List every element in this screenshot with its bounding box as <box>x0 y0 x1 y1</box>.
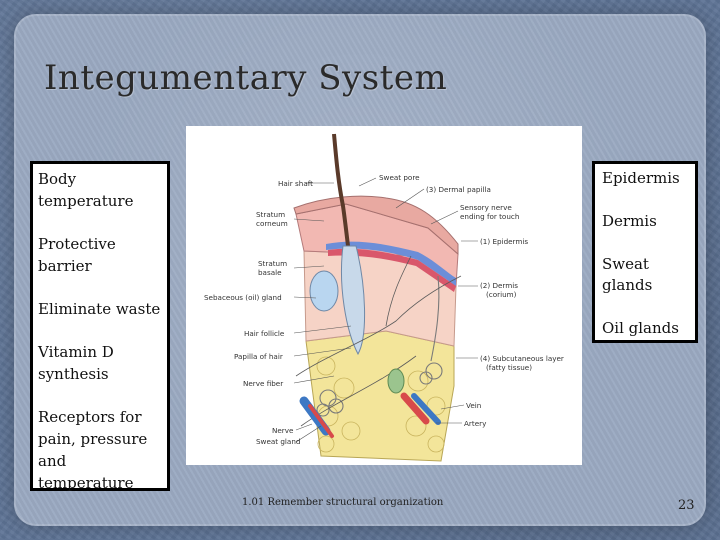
component-item: Epidermis <box>602 169 680 187</box>
label-subcutaneous-layer: (fatty tissue) <box>486 363 532 372</box>
label-stratum-basale: basale <box>258 268 282 277</box>
label-hair-shaft: Hair shaft <box>278 179 313 188</box>
label-artery: Artery <box>464 419 487 428</box>
components-box: Epidermis Dermis Sweat glands Oil glands <box>592 161 698 343</box>
label-sweat-gland: Sweat gland <box>256 437 300 446</box>
component-item: Dermis <box>602 212 657 230</box>
label-epidermis: (1) Epidermis <box>480 237 528 246</box>
function-item: Body temperature <box>38 170 134 210</box>
function-item: Vitamin D synthesis <box>38 343 114 383</box>
skin-cross-section-illustration: Hair shaft Stratum corneum Stratum basal… <box>204 133 564 462</box>
function-item: Receptors for pain, pressure and tempera… <box>38 408 148 492</box>
page-number: 23 <box>678 498 695 513</box>
label-subcutaneous-layer: (4) Subcutaneous layer <box>480 354 564 363</box>
label-vein: Vein <box>466 401 481 410</box>
label-nerve-fiber: Nerve fiber <box>243 379 283 388</box>
function-item: Eliminate waste <box>38 300 161 318</box>
label-papilla-of-hair: Papilla of hair <box>234 352 283 361</box>
functions-box: Body temperature Protective barrier Elim… <box>30 161 170 492</box>
label-dermis: (2) Dermis <box>480 281 518 290</box>
function-item: Protective barrier <box>38 235 116 275</box>
label-stratum-basale: Stratum <box>258 259 287 268</box>
label-hair-follicle: Hair follicle <box>244 329 285 338</box>
component-item: Oil glands <box>602 319 679 337</box>
slide-footer: 1.01 Remember structural organization <box>242 497 444 508</box>
component-item: Sweat glands <box>602 255 653 294</box>
slide-title: Integumentary System <box>44 58 448 98</box>
label-sensory-nerve: ending for touch <box>460 212 519 221</box>
label-sweat-pore: Sweat pore <box>379 173 420 182</box>
label-stratum-corneum: Stratum <box>256 210 285 219</box>
label-sebaceous-gland: Sebaceous (oil) gland <box>204 293 282 302</box>
label-nerve: Nerve <box>272 426 294 435</box>
label-dermis: (corium) <box>486 290 517 299</box>
label-sensory-nerve: Sensory nerve <box>460 203 512 212</box>
skin-diagram: Hair shaft Stratum corneum Stratum basal… <box>186 126 582 465</box>
label-dermal-papilla: (3) Dermal papilla <box>426 185 491 194</box>
label-stratum-corneum: corneum <box>256 219 288 228</box>
